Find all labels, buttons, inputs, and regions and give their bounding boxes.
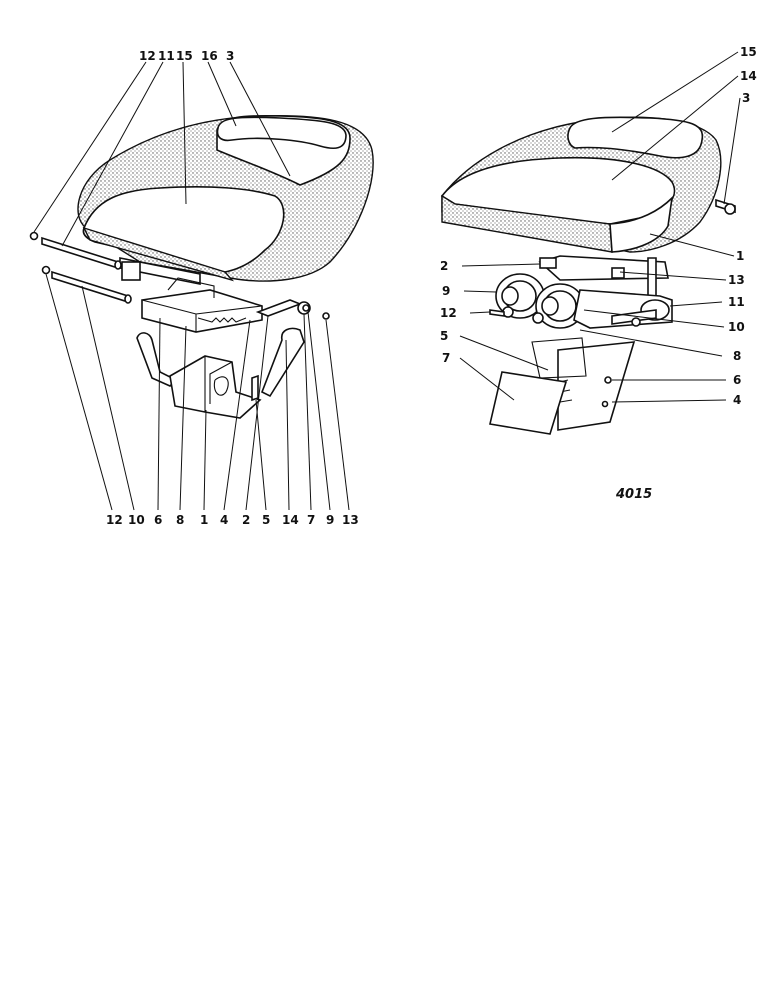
callout-left-bottom: 12 bbox=[106, 513, 123, 527]
callout-left-bottom: 9 bbox=[326, 513, 334, 527]
bracket-2 bbox=[539, 257, 557, 269]
callout-right: 7 bbox=[442, 351, 450, 365]
callout-left-top: 3 bbox=[226, 49, 234, 63]
bolt-6 bbox=[604, 376, 612, 384]
armrest-pad bbox=[216, 116, 347, 150]
slide-rail-top bbox=[141, 299, 263, 332]
notch-plate bbox=[197, 317, 247, 323]
cross-shaft bbox=[255, 299, 303, 317]
callout-right: 3 bbox=[742, 91, 750, 105]
callout-right: 8 bbox=[733, 349, 741, 363]
callout-left-top: 11 bbox=[158, 49, 175, 63]
callout-right: 5 bbox=[440, 329, 448, 343]
drawing-number: 4015 bbox=[615, 487, 652, 502]
clip-12-lower bbox=[41, 265, 51, 275]
pin-12 bbox=[489, 309, 505, 317]
rod-11 bbox=[41, 236, 122, 270]
callout-left-top: 16 bbox=[201, 49, 218, 63]
left-exploded-view bbox=[29, 114, 374, 419]
base-frame bbox=[169, 355, 262, 419]
callout-left-bottom: 13 bbox=[342, 513, 359, 527]
callout-right: 10 bbox=[728, 320, 745, 334]
callout-right: 15 bbox=[740, 45, 757, 59]
cushion-front-edge bbox=[82, 226, 235, 282]
base-plate-4 bbox=[557, 341, 636, 431]
roller-8 bbox=[532, 312, 544, 324]
cover-7 bbox=[489, 371, 568, 435]
left-bottom-callouts: 12 10 6 8 1 4 2 5 14 7 9 13 bbox=[106, 513, 359, 527]
callout-right: 4 bbox=[733, 393, 741, 407]
bracket-13 bbox=[611, 267, 625, 279]
upright-bar bbox=[647, 257, 657, 301]
shaft-11-rod bbox=[611, 309, 657, 325]
callout-left-top: 12 bbox=[139, 49, 156, 63]
callout-right: 6 bbox=[733, 373, 741, 387]
base-frame-detail bbox=[204, 356, 233, 412]
nut-9 bbox=[302, 304, 310, 312]
spring-9 bbox=[495, 273, 545, 319]
right-assembled-view bbox=[440, 116, 736, 435]
callout-right: 13 bbox=[728, 273, 745, 287]
callout-left-bottom: 2 bbox=[242, 513, 250, 527]
rod-10 bbox=[51, 270, 132, 304]
nut-9-outer bbox=[322, 312, 330, 320]
upper-linkage bbox=[538, 255, 669, 281]
callout-left-bottom: 10 bbox=[128, 513, 145, 527]
callout-right: 9 bbox=[442, 284, 450, 298]
callout-left-bottom: 5 bbox=[262, 513, 270, 527]
right-leader-lines bbox=[459, 51, 741, 403]
left-top-callouts: 12 11 15 16 3 bbox=[139, 49, 234, 63]
clip-12-upper bbox=[29, 231, 39, 241]
callout-right: 2 bbox=[440, 259, 448, 273]
callout-right: 11 bbox=[728, 295, 745, 309]
callout-right: 1 bbox=[736, 249, 744, 263]
cushion-corner-right bbox=[609, 195, 674, 253]
callout-left-bottom: 4 bbox=[220, 513, 228, 527]
callout-left-bottom: 1 bbox=[200, 513, 208, 527]
back-cushion-right bbox=[567, 116, 704, 159]
slide-guide bbox=[167, 277, 215, 298]
slide-rail bbox=[141, 289, 263, 333]
callout-left-top: 15 bbox=[176, 49, 193, 63]
callout-right: 12 bbox=[440, 306, 457, 320]
adjust-knob bbox=[724, 203, 736, 215]
shaft-end bbox=[631, 317, 641, 327]
callout-left-bottom: 6 bbox=[154, 513, 162, 527]
callout-right: 14 bbox=[740, 69, 757, 83]
callout-left-bottom: 7 bbox=[307, 513, 315, 527]
left-leader-lines bbox=[33, 61, 350, 511]
callout-left-bottom: 14 bbox=[282, 513, 299, 527]
mount-block bbox=[121, 261, 141, 281]
pivot-bolt-5 bbox=[251, 374, 259, 402]
bolt-6b bbox=[601, 400, 609, 408]
lever-14 bbox=[260, 327, 305, 398]
callout-left-bottom: 8 bbox=[176, 513, 184, 527]
right-callouts: 15 14 3 1 2 13 9 11 12 10 5 8 7 6 4 bbox=[440, 45, 757, 407]
